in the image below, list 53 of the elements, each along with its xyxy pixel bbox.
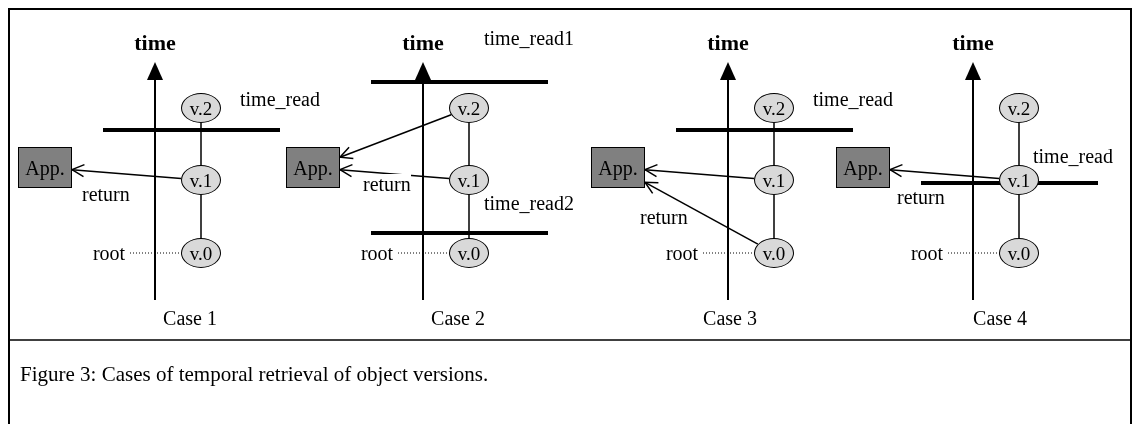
- dotted-line: [129, 252, 182, 254]
- time-read-label: time_read1: [484, 28, 574, 48]
- arrow: [339, 163, 450, 180]
- app-box: App.: [18, 147, 72, 188]
- version-ellipse: v.1: [999, 165, 1039, 195]
- version-ellipse: v.0: [999, 238, 1039, 268]
- case-label: Case 1: [163, 308, 217, 328]
- dotted-line: [397, 252, 450, 254]
- app-box: App.: [286, 147, 340, 188]
- axis-title: time: [402, 32, 444, 54]
- case-label: Case 3: [703, 308, 757, 328]
- arrow: [339, 114, 452, 160]
- connector-line: [1018, 194, 1020, 239]
- axis-title: time: [134, 32, 176, 54]
- case-label: Case 2: [431, 308, 485, 328]
- version-ellipse: v.0: [754, 238, 794, 268]
- edge-label: return: [363, 174, 411, 194]
- connector-line: [773, 122, 775, 166]
- axis-title: time: [707, 32, 749, 54]
- version-ellipse: v.2: [754, 93, 794, 123]
- version-ellipse: v.1: [449, 165, 489, 195]
- version-ellipse: v.2: [181, 93, 221, 123]
- version-ellipse: v.2: [999, 93, 1039, 123]
- connector-line: [773, 194, 775, 239]
- time-read-label: time_read: [1033, 146, 1113, 166]
- root-label: root: [356, 241, 398, 265]
- connector-line: [200, 194, 202, 239]
- app-box: App.: [836, 147, 890, 188]
- dotted-line: [947, 252, 1000, 254]
- axis-title: time: [952, 32, 994, 54]
- version-ellipse: v.0: [449, 238, 489, 268]
- arrow: [889, 163, 1000, 180]
- version-ellipse: v.0: [181, 238, 221, 268]
- version-ellipse: v.1: [181, 165, 221, 195]
- arrow: [71, 163, 182, 180]
- dotted-line: [702, 252, 755, 254]
- connector-line: [468, 122, 470, 166]
- time-read-label: time_read: [240, 89, 320, 109]
- root-label: root: [661, 241, 703, 265]
- root-label: root: [906, 241, 948, 265]
- connector-line: [200, 122, 202, 166]
- app-box: App.: [591, 147, 645, 188]
- version-ellipse: v.2: [449, 93, 489, 123]
- case-label: Case 4: [973, 308, 1027, 328]
- time-read-label: time_read2: [484, 193, 574, 213]
- connector-line: [1018, 122, 1020, 166]
- arrow: [644, 181, 759, 245]
- root-label: root: [88, 241, 130, 265]
- time-read-label: time_read: [813, 89, 893, 109]
- version-ellipse: v.1: [754, 165, 794, 195]
- connector-line: [468, 194, 470, 239]
- figure-caption: Figure 3: Cases of temporal retrieval of object versions.: [20, 364, 489, 385]
- arrow: [644, 163, 755, 180]
